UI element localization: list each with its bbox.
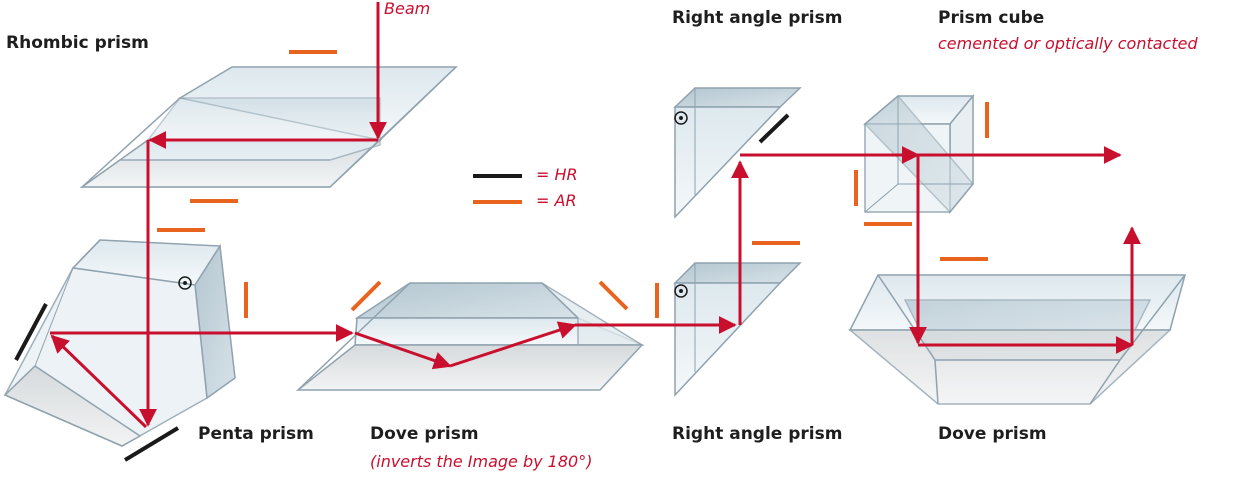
dove-prism-left-label: Dove prism (370, 424, 479, 444)
hr-coatings (14, 113, 790, 462)
right-angle-prism-top (673, 87, 802, 219)
penta-prism-label: Penta prism (198, 424, 314, 444)
prism-cube-label: Prism cube (938, 8, 1045, 28)
beam-label: Beam (384, 0, 431, 18)
prism-cube-note: cemented or optically contacted (938, 34, 1198, 53)
beam-path (50, 2, 1141, 429)
right-angle-prism-bottom-label: Right angle prism (672, 424, 843, 444)
rhombic-prism (79, 66, 458, 188)
penta-prism (3, 239, 236, 447)
dove-prism-left-note: (inverts the Image by 180°) (370, 452, 593, 471)
dove-prism-right-label: Dove prism (938, 424, 1047, 444)
legend-ar-label: = AR (536, 191, 577, 210)
right-angle-prism-bottom (673, 262, 802, 397)
ar-coatings (157, 50, 989, 318)
rhombic-prism-label: Rhombic prism (6, 33, 149, 53)
right-angle-markers (178, 111, 688, 298)
right-angle-prism-top-label: Right angle prism (672, 8, 843, 28)
legend-hr-label: = HR (536, 165, 578, 184)
dove-prism-left (295, 282, 645, 391)
legend-swatches (473, 174, 522, 204)
dove-prism-right (847, 274, 1186, 405)
